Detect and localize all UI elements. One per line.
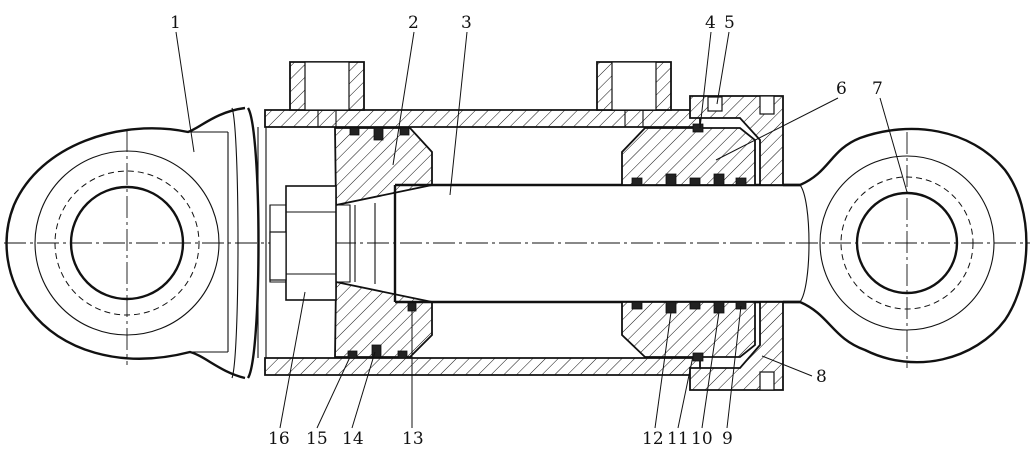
part-label-6: 6 (836, 79, 847, 99)
screw-hole-top (707, 96, 723, 112)
part-label-7: 7 (872, 79, 883, 99)
part-label-10: 10 (691, 429, 713, 449)
end-cover-upper (689, 95, 784, 186)
part-label-4: 4 (705, 13, 716, 33)
piston-lower (334, 280, 433, 358)
piston-seals (347, 127, 417, 359)
right-eye-rod-end (783, 127, 1028, 368)
part-label-11: 11 (667, 429, 689, 449)
lock-nut (269, 185, 337, 301)
part-label-16: 16 (268, 429, 290, 449)
oil-port-right (596, 61, 672, 127)
part-label-5: 5 (724, 13, 735, 33)
piston-upper (334, 127, 433, 207)
left-eye-clevis (5, 106, 260, 380)
part-labels: 1 2 3 4 5 6 7 8 9 10 11 12 13 14 15 16 (170, 13, 883, 449)
part-label-2: 2 (408, 13, 419, 33)
guide-sleeve-lower (621, 301, 756, 358)
barrel-wall-bottom (264, 357, 701, 376)
gland-seals (631, 123, 747, 362)
guide-sleeve-upper (621, 127, 756, 186)
part-label-15: 15 (306, 429, 328, 449)
part-label-8: 8 (816, 367, 827, 387)
leader-lines (175, 31, 908, 429)
part-label-14: 14 (342, 429, 364, 449)
barrel-wall-top (264, 109, 701, 128)
part-label-13: 13 (402, 429, 424, 449)
part-label-3: 3 (461, 13, 472, 33)
part-label-12: 12 (642, 429, 664, 449)
end-cover-lower (689, 301, 784, 391)
screw-hole-bottom (759, 371, 775, 391)
part-label-9: 9 (722, 429, 733, 449)
oil-port-left (289, 61, 365, 127)
part-label-1: 1 (170, 13, 181, 33)
